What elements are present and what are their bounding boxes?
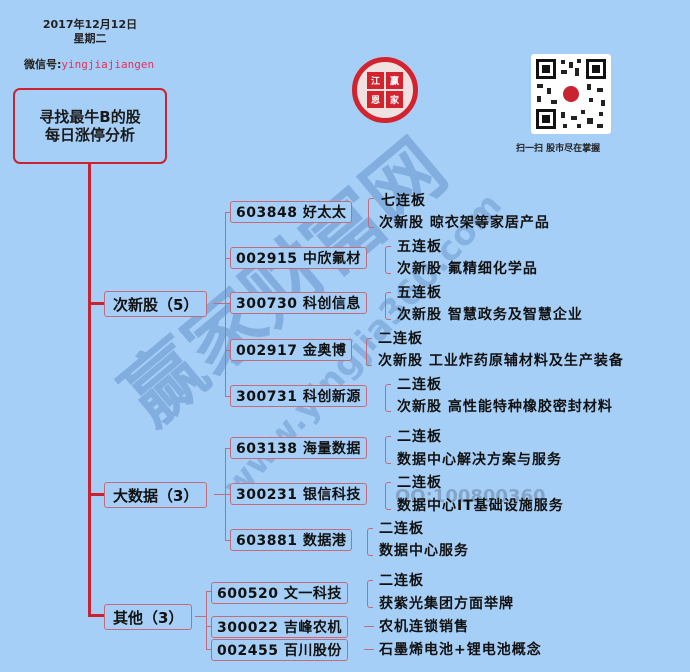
wechat-id: yingjiajiangen [61,58,155,71]
category-node-big-data[interactable]: 大数据（3） [104,482,208,508]
branch-line [206,591,211,592]
branch-line [364,649,374,650]
category-node-new-stocks[interactable]: 次新股（5） [104,291,208,317]
stock-node[interactable]: 603848 好太太 [230,201,353,223]
branch-line [214,494,226,495]
logo-char: 恩 [367,91,384,108]
qr-code-image [531,54,611,134]
stock-detail: 石墨烯电池+锂电池概念 [379,642,542,658]
wechat-label: 微信号: [24,58,62,71]
connector-cat-2 [88,493,104,496]
stock-node[interactable]: 300231 银信科技 [230,483,367,505]
branch-line [225,303,230,304]
branch-line [214,303,226,304]
stock-node[interactable]: 300730 科创信息 [230,292,367,314]
stock-detail: 二连板 [378,331,423,347]
stock-detail: 七连板 [381,193,426,209]
logo-char: 江 [367,72,384,89]
branch-line [225,540,230,541]
stock-label: 002455 百川股份 [217,643,342,659]
logo-char: 赢 [386,72,403,89]
connector-cat-3 [88,614,104,617]
stock-node[interactable]: 300731 科创新源 [230,385,367,407]
stock-label: 603138 海量数据 [236,441,361,457]
weekday-text: 星期二 [73,32,107,45]
stock-label: 002915 中欣氟材 [236,251,361,267]
stock-node[interactable]: 603138 海量数据 [230,437,367,459]
date-text: 2017年12月12日 [42,18,138,31]
detail-brace [385,292,391,320]
detail-brace [385,384,391,412]
category-label: 大数据（3） [113,486,199,505]
detail-brace [385,246,391,274]
category-label: 次新股（5） [113,295,199,314]
stock-detail: 数据中心服务 [379,543,469,559]
stock-node[interactable]: 300022 吉峰农机 [211,616,348,638]
root-node[interactable]: 寻找最牛B的股 每日涨停分析 [13,88,167,164]
stock-detail: 次新股 高性能特种橡胶密封材料 [397,399,613,415]
stock-detail: 次新股 氟精细化学品 [397,261,538,277]
branch-line [364,626,374,627]
stock-detail: 次新股 智慧政务及智慧企业 [397,307,583,323]
stock-label: 300731 科创新源 [236,389,361,405]
stock-label: 603848 好太太 [236,205,347,221]
stock-detail: 获紫光集团方面举牌 [379,596,514,612]
logo-char: 家 [386,91,403,108]
stock-detail: 农机连锁销售 [379,619,469,635]
branch-spine [206,591,207,649]
stock-node[interactable]: 002915 中欣氟材 [230,247,367,269]
stock-detail: 五连板 [397,285,442,301]
branch-line [225,258,230,259]
branch-line [225,396,230,397]
branch-line [206,626,211,627]
stock-detail: 二连板 [379,521,424,537]
branch-line [225,212,230,213]
stock-label: 300730 科创信息 [236,296,361,312]
stock-detail: 数据中心IT基础设施服务 [397,498,564,514]
root-title-line2: 每日涨停分析 [44,126,135,144]
stock-node[interactable]: 600520 文一科技 [211,582,348,604]
stock-label: 603881 数据港 [236,533,347,549]
branch-line [225,350,230,351]
stock-detail: 次新股 晾衣架等家居产品 [379,215,550,231]
stock-node[interactable]: 603881 数据港 [230,529,353,551]
stock-label: 002917 金奥博 [236,343,347,359]
stock-detail: 二连板 [397,429,442,445]
brand-seal-logo: 江 赢 恩 家 [352,57,418,123]
stock-detail: 二连板 [379,573,424,589]
stock-detail: 次新股 工业炸药原辅材料及生产装备 [378,353,624,369]
connector-cat-1 [88,302,104,305]
branch-line [225,448,230,449]
stock-detail: 数据中心解决方案与服务 [397,452,562,468]
category-node-others[interactable]: 其他（3） [104,604,193,630]
branch-line [225,494,230,495]
stock-detail: 五连板 [397,239,442,255]
stock-detail: 二连板 [397,377,442,393]
detail-brace [367,528,373,556]
stock-detail: 二连板 [397,475,442,491]
detail-brace [367,580,373,608]
category-label: 其他（3） [113,608,184,627]
wechat-line: 微信号:yingjiajiangen [24,56,154,72]
detail-brace [366,338,372,366]
detail-brace [368,198,374,228]
stock-node[interactable]: 002455 百川股份 [211,639,348,661]
detail-brace [385,436,391,464]
main-connector [88,162,91,617]
stock-label: 600520 文一科技 [217,586,342,602]
branch-line [195,616,207,617]
stock-label: 300022 吉峰农机 [217,620,342,636]
branch-spine [225,212,226,396]
stock-node[interactable]: 002917 金奥博 [230,339,353,361]
branch-line [206,649,211,650]
qr-code-icon [536,59,606,129]
root-title-line1: 寻找最牛B的股 [39,108,141,126]
qr-caption: 扫一扫 股市尽在掌握 [516,144,601,154]
stock-label: 300231 银信科技 [236,487,361,503]
detail-brace [385,482,391,510]
